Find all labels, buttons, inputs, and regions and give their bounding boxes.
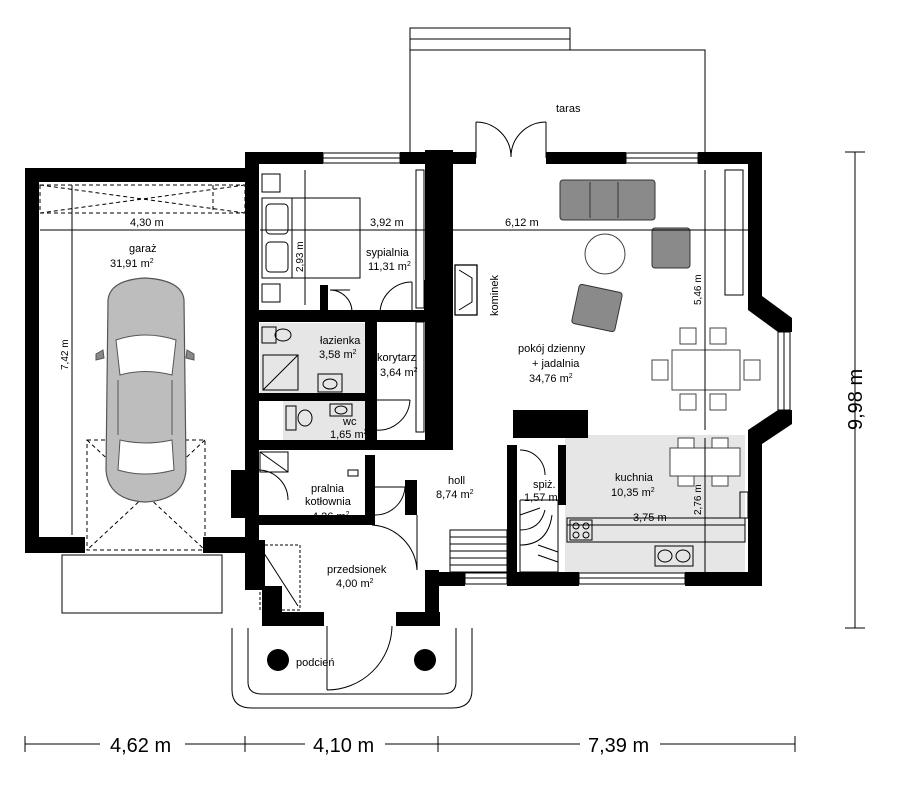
room-name-sypialnia: sypialnia <box>366 247 410 259</box>
room-name2-pokoj: + jadalnia <box>532 358 580 370</box>
room-area-wc: 1,65 m2 <box>330 429 368 441</box>
car-icon <box>95 277 195 503</box>
dim-bottom-3: 7,39 m <box>588 735 649 757</box>
doors <box>257 121 547 691</box>
walls <box>25 150 792 626</box>
taras-label: taras <box>556 103 581 115</box>
windows <box>25 152 791 585</box>
dim-garage-depth: 7,42 m <box>60 339 71 370</box>
room-name-przedsionek: przedsionek <box>327 564 387 576</box>
dim-living-depth: 5,46 m <box>693 274 704 305</box>
dim-total-depth: 9,98 m <box>845 369 867 430</box>
room-area-pralnia: 4,26 m2 <box>312 511 350 523</box>
dim-bedroom-depth: 2,93 m <box>295 241 306 272</box>
room-name2-pralnia: kotłownia <box>305 496 352 508</box>
room-area-kuchnia: 10,35 m2 <box>611 487 655 499</box>
fireplace-icon <box>454 264 478 316</box>
room-area-garaz: 31,91 m2 <box>110 258 154 270</box>
room-name-pralnia: pralnia <box>311 483 345 495</box>
room-name-korytarz: korytarz <box>377 352 416 364</box>
column-icon <box>414 649 436 671</box>
room-labels: 4,30 m 3,92 m 6,12 m 3,75 m 2,93 m 7,42 … <box>60 103 867 757</box>
room-name-holl: holl <box>448 475 465 487</box>
terrace <box>409 27 706 155</box>
podcien-label: podcień <box>296 657 335 669</box>
dim-garage-width: 4,30 m <box>130 217 164 229</box>
room-area-sypialnia: 11,31 m2 <box>368 261 411 273</box>
room-name-garaz: garaż <box>129 243 157 255</box>
room-area-spiz: 1,57 m2 <box>524 492 562 504</box>
kominek-label: kominek <box>489 275 501 316</box>
staircase <box>449 499 559 573</box>
room-name-lazienka: łazienka <box>320 335 361 347</box>
dim-bottom-2: 4,10 m <box>313 735 374 757</box>
room-name-spiz: spiż. <box>533 479 556 491</box>
room-name-kuchnia: kuchnia <box>615 472 654 484</box>
bathroom-fixtures <box>261 321 425 433</box>
room-area-lazienka: 3,58 m2 <box>319 349 357 361</box>
room-name-pokoj: pokój dzienny <box>518 343 586 355</box>
room-name-wc: wc <box>342 416 357 428</box>
dim-living-width: 6,12 m <box>505 217 539 229</box>
dimension-lines <box>24 151 865 752</box>
dim-kitchen-width: 3,75 m <box>633 512 667 524</box>
pralnia-fixtures <box>259 451 359 611</box>
living-furniture <box>559 169 761 411</box>
room-area-przedsionek: 4,00 m2 <box>336 578 374 590</box>
porch <box>231 628 473 709</box>
column-icon <box>267 649 289 671</box>
dim-kitchen-depth: 2,76 m <box>693 484 704 515</box>
bedroom-furniture <box>261 169 425 309</box>
dim-bottom-1: 4,62 m <box>110 735 171 757</box>
dim-bedroom-width: 3,92 m <box>370 217 404 229</box>
room-area-korytarz: 3,64 m2 <box>380 367 418 379</box>
room-area-pokoj: 34,76 m2 <box>529 373 573 385</box>
room-area-holl: 8,74 m2 <box>436 489 474 501</box>
